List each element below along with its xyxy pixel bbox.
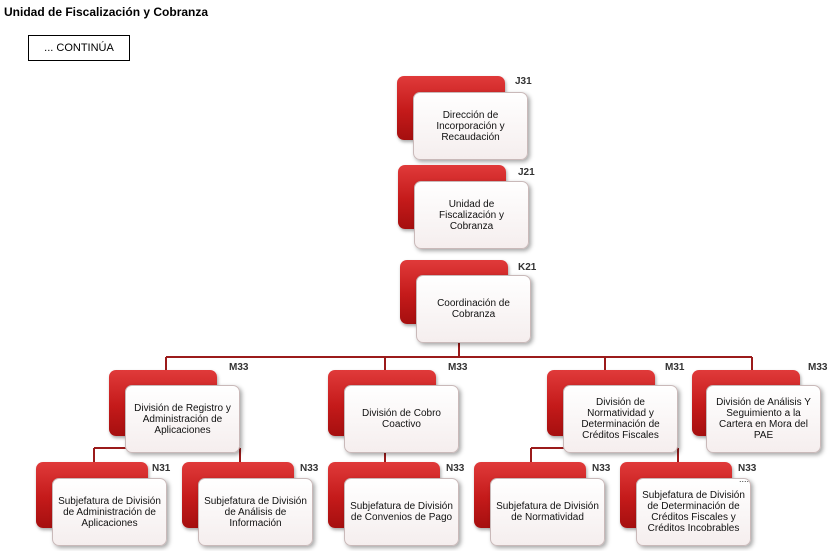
node-j31-label: Dirección de Incorporación y Recaudación xyxy=(413,92,528,160)
node-j21[interactable]: Unidad de Fiscalización y Cobranza J21 xyxy=(398,165,535,251)
node-n33-analisis-info-code: N33 xyxy=(300,463,319,474)
node-m33-cobro-label: División de Cobro Coactivo xyxy=(344,385,459,453)
node-n33-determinacion[interactable]: Subjefatura de División de Determinación… xyxy=(620,462,756,548)
node-n33-normatividad-code: N33 xyxy=(592,463,611,474)
node-n33-analisis-info-label: Subjefatura de División de Análisis de I… xyxy=(198,478,313,546)
node-m31-code: M31 xyxy=(665,362,685,373)
node-n33-determinacion-label: Subjefatura de División de Determinación… xyxy=(636,478,751,546)
node-m31-label: División de Normatividad y Determinación… xyxy=(563,385,678,453)
node-j31[interactable]: Dirección de Incorporación y Recaudación… xyxy=(397,76,532,162)
node-m31[interactable]: División de Normatividad y Determinación… xyxy=(547,362,684,456)
node-m33-registro-code: M33 xyxy=(229,362,249,373)
page-title: Unidad de Fiscalización y Cobranza xyxy=(4,5,209,19)
ellipsis-marker: .... xyxy=(739,474,750,484)
node-j21-label: Unidad de Fiscalización y Cobranza xyxy=(414,181,529,249)
node-n31-label: Subjefatura de División de Administració… xyxy=(52,478,167,546)
node-n33-convenios-label: Subjefatura de División de Convenios de … xyxy=(344,478,459,546)
node-n31[interactable]: Subjefatura de División de Administració… xyxy=(36,462,171,548)
node-m33-registro[interactable]: División de Registro y Administración de… xyxy=(109,362,248,456)
node-m33-analisis[interactable]: División de Análisis Y Seguimiento a la … xyxy=(692,362,827,456)
node-n31-code: N31 xyxy=(152,463,171,474)
node-n33-analisis-info[interactable]: Subjefatura de División de Análisis de I… xyxy=(182,462,318,548)
node-n33-normatividad[interactable]: Subjefatura de División de Normatividad … xyxy=(474,462,610,548)
node-m33-cobro[interactable]: División de Cobro Coactivo M33 xyxy=(328,362,467,456)
node-n33-normatividad-label: Subjefatura de División de Normatividad xyxy=(490,478,605,546)
node-k21-label: Coordinación de Cobranza xyxy=(416,275,531,343)
continua-box[interactable]: ... CONTINÚA xyxy=(28,35,130,61)
node-n33-convenios[interactable]: Subjefatura de División de Convenios de … xyxy=(328,462,464,548)
node-n33-determinacion-code: N33 xyxy=(738,463,757,474)
node-m33-analisis-code: M33 xyxy=(808,362,828,373)
node-j21-code: J21 xyxy=(518,167,535,178)
node-n33-convenios-code: N33 xyxy=(446,463,465,474)
node-m33-registro-label: División de Registro y Administración de… xyxy=(125,385,240,453)
node-j31-code: J31 xyxy=(515,76,532,87)
node-m33-cobro-code: M33 xyxy=(448,362,468,373)
node-m33-analisis-label: División de Análisis Y Seguimiento a la … xyxy=(706,385,821,453)
node-k21-code: K21 xyxy=(518,262,537,273)
node-k21[interactable]: Coordinación de Cobranza K21 xyxy=(400,260,536,346)
